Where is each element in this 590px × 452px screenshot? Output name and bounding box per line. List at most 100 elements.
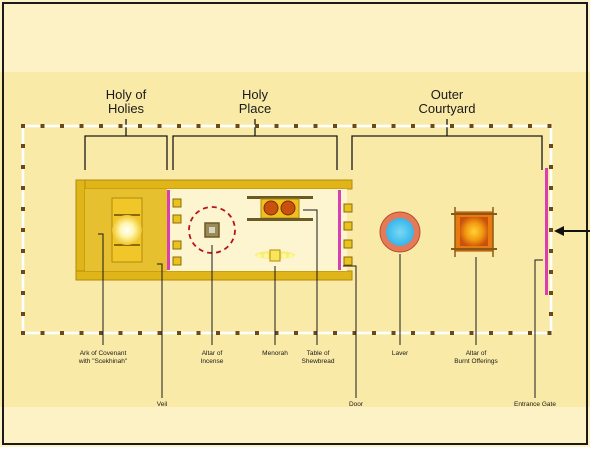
fence-post bbox=[60, 124, 64, 128]
fence-post bbox=[549, 207, 553, 211]
entrance-arrow bbox=[554, 226, 590, 236]
fence-post bbox=[21, 291, 25, 295]
south-wall bbox=[75, 270, 353, 281]
leader-gate bbox=[534, 259, 543, 398]
leader-door bbox=[343, 265, 357, 398]
fence-post bbox=[157, 124, 162, 128]
courtyard-posts bbox=[21, 124, 553, 335]
label-burnt-line2: Burnt Offerings bbox=[454, 358, 498, 365]
label-ark-line2: with "Scekhinah" bbox=[78, 358, 128, 365]
fence-post bbox=[489, 331, 493, 335]
fence-post bbox=[411, 124, 415, 128]
label-table-line1: Table of bbox=[307, 350, 330, 357]
fence-post bbox=[549, 228, 553, 232]
fence-post bbox=[391, 124, 396, 128]
leader-lines bbox=[98, 209, 543, 398]
fence-post bbox=[549, 249, 553, 253]
fence-post bbox=[469, 331, 474, 335]
veil bbox=[167, 190, 170, 270]
label-menorah: Menorah bbox=[262, 350, 288, 357]
fence-post bbox=[549, 186, 553, 190]
label-door: Door bbox=[349, 401, 364, 408]
fence-post bbox=[21, 207, 25, 211]
fence-post bbox=[549, 144, 553, 148]
fence-post bbox=[21, 249, 25, 253]
fence-post bbox=[549, 291, 553, 295]
fence-post bbox=[216, 331, 220, 335]
fence-post bbox=[294, 331, 298, 335]
fence-post bbox=[21, 165, 25, 169]
fence-post bbox=[138, 124, 142, 128]
fence-post bbox=[21, 144, 25, 148]
fence-post bbox=[255, 331, 259, 335]
fence-post bbox=[547, 331, 552, 335]
fence-post bbox=[372, 124, 376, 128]
fence-post bbox=[99, 331, 103, 335]
altar-of-incense bbox=[204, 222, 220, 238]
label-ark-line1: Ark of Covenant bbox=[80, 350, 127, 357]
altar-of-burnt-offerings bbox=[451, 207, 497, 257]
fence-post bbox=[528, 331, 532, 335]
fence-post bbox=[255, 124, 259, 128]
fence-post bbox=[489, 124, 493, 128]
fence-post bbox=[313, 124, 318, 128]
label-burnt-line1: Altar of bbox=[466, 350, 487, 357]
table-of-shewbread bbox=[247, 196, 313, 221]
door bbox=[338, 190, 341, 270]
fence-post bbox=[118, 124, 123, 128]
fence-post bbox=[333, 331, 337, 335]
fence-post bbox=[372, 331, 376, 335]
west-wall bbox=[75, 179, 86, 281]
fence-post bbox=[21, 312, 25, 316]
fence-post bbox=[235, 331, 240, 335]
section-brackets bbox=[84, 119, 543, 170]
label-incense-line2: Incense bbox=[201, 358, 224, 365]
fence-post bbox=[469, 124, 474, 128]
fence-post bbox=[508, 331, 513, 335]
fence-post bbox=[216, 124, 220, 128]
title-holy-of-holies-line2: Holies bbox=[108, 101, 145, 116]
bracket-holy-of-holies bbox=[84, 119, 168, 170]
title-outer-courtyard-line1: Outer bbox=[431, 87, 464, 102]
title-holy-place-line2: Place bbox=[239, 101, 272, 116]
label-entrance-gate: Entrance Gate bbox=[514, 401, 556, 408]
holy-place-floor bbox=[167, 189, 347, 271]
laver bbox=[379, 211, 421, 253]
fence-post bbox=[157, 331, 162, 335]
fence-post bbox=[549, 165, 553, 169]
fence-post bbox=[21, 331, 25, 335]
fence-post bbox=[430, 124, 435, 128]
fence-post bbox=[352, 124, 357, 128]
fence-post bbox=[235, 124, 240, 128]
fence-post bbox=[274, 124, 279, 128]
fence-post bbox=[40, 124, 45, 128]
title-holy-of-holies-line1: Holy of bbox=[106, 87, 147, 102]
fence-post bbox=[352, 331, 357, 335]
title-holy-place-line1: Holy bbox=[242, 87, 269, 102]
fence-post bbox=[528, 124, 532, 128]
fence-post bbox=[294, 124, 298, 128]
fence-post bbox=[40, 331, 45, 335]
menorah bbox=[255, 249, 295, 262]
bracket-outer-courtyard bbox=[351, 119, 543, 170]
fence-post bbox=[118, 331, 123, 335]
fence-post bbox=[21, 186, 25, 190]
fence-post bbox=[177, 124, 181, 128]
fence-post bbox=[21, 270, 25, 274]
fence-post bbox=[274, 331, 279, 335]
fence-post bbox=[79, 331, 84, 335]
fence-post bbox=[79, 124, 84, 128]
fence-post bbox=[411, 331, 415, 335]
fence-post bbox=[391, 331, 396, 335]
fence-post bbox=[196, 124, 201, 128]
fence-post bbox=[549, 312, 553, 316]
label-incense-line1: Altar of bbox=[202, 350, 223, 357]
fence-post bbox=[549, 270, 553, 274]
label-laver: Laver bbox=[392, 350, 409, 357]
door-pillars bbox=[343, 203, 353, 266]
fence-post bbox=[60, 331, 64, 335]
veil-pillars bbox=[172, 198, 182, 266]
label-veil: Veil bbox=[157, 401, 168, 408]
leader-table bbox=[303, 209, 318, 345]
